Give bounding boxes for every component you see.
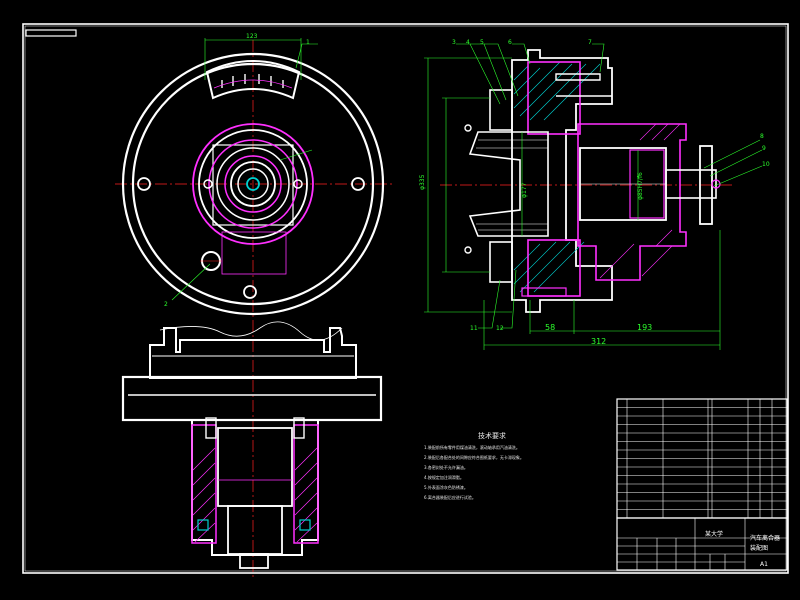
side-leader-label-6: 8: [760, 133, 764, 140]
title-school: 某大学: [705, 530, 723, 538]
dim-side-312: 312: [591, 337, 606, 346]
corner-label-box: [25, 29, 77, 37]
hub-ring-5: [237, 168, 269, 200]
top-view: 123 1 2: [115, 33, 392, 580]
dim-side-vertical-inner: [442, 97, 490, 273]
note-line-5: 5.外表面涂灰色防锈漆。: [424, 484, 468, 490]
front-cover-top: [149, 327, 357, 379]
side-leader-label-2: 4: [466, 39, 470, 46]
hub-ring-3: [224, 155, 282, 213]
side-leader-label-7: 9: [762, 145, 766, 152]
note-line-4: 4.按规定加注润滑脂。: [424, 474, 464, 480]
drawing-inner-border: [24, 25, 787, 572]
side-cover-outline: [511, 49, 613, 313]
side-spring-lower: [521, 287, 567, 297]
title-block-frame: [616, 517, 788, 571]
side-pressure-plate-top: [527, 61, 581, 135]
side-leader-label-8: 10: [762, 161, 770, 168]
note-line-1: 1.装配前所有零件用煤油清洗，滚动轴承用汽油清洗。: [424, 444, 520, 450]
dim-side-58: 58: [545, 323, 555, 332]
side-release-housing-hatch: [599, 123, 681, 279]
seal-left: [197, 519, 209, 531]
side-leader-label-5: 7: [588, 39, 592, 46]
cover-outer-rim: [121, 52, 385, 316]
dim-side-horizontal: [483, 230, 721, 350]
title-assembly-name-2: 装配图: [750, 544, 768, 552]
side-friction-hub-hatch: [476, 139, 548, 231]
title-block-grid: [617, 518, 787, 570]
dim-side-right-dia: φ85H7/f6: [637, 172, 644, 200]
side-leader-label-1: 3: [452, 39, 456, 46]
hub-square: [212, 144, 294, 226]
hub-ring-4: [230, 161, 276, 207]
bolt-hole-right: [351, 177, 365, 191]
title-sheet-size: A1: [760, 561, 768, 568]
side-section-view: φ335 φ177 φ85H7/f6 58 193 312: [419, 39, 770, 350]
cover-inner-rim: [131, 62, 375, 306]
dim-side-193: 193: [637, 323, 652, 332]
side-rivet-bottom: [464, 246, 472, 254]
hub-flange-outer: [192, 123, 314, 245]
break-line: [159, 321, 343, 341]
leader-top-view: [171, 43, 318, 301]
bearing-block: [217, 427, 293, 507]
bolt-hole-bottom: [243, 285, 257, 299]
side-rivet-top: [464, 124, 472, 132]
hub-hole-left: [203, 179, 213, 189]
lower-housing-section-left: [191, 424, 217, 544]
side-leader-label-10: 12: [496, 325, 504, 332]
side-leader-label-4: 6: [508, 39, 512, 46]
dim-side-vertical-outer: [424, 57, 512, 313]
front-section-view: [121, 327, 383, 569]
hub-hole-right: [293, 179, 303, 189]
side-leaders: [456, 43, 763, 329]
flywheel: [121, 375, 383, 422]
title-block: 汽车离合器 装配图 某大学 A1: [616, 398, 788, 571]
window-slot: [205, 60, 301, 100]
bolt-hole-left: [137, 177, 151, 191]
note-line-2: 2.装配后各配合处的间隙应符合图纸要求，无卡滞现象。: [424, 454, 524, 460]
side-friction-hub: [468, 131, 549, 237]
hatch-lower-left: [192, 447, 216, 543]
leader-label-top-right: 1: [306, 39, 310, 46]
note-line-3: 3.各密封处不允许漏油。: [424, 464, 468, 470]
hub-flange: [198, 129, 308, 239]
hub-ring-1: [208, 139, 298, 229]
technical-notes: 技术要求 1.装配前所有零件用煤油清洗，滚动轴承用汽油清洗。 2.装配后各配合处…: [424, 431, 524, 500]
shaft-lower: [227, 505, 283, 555]
parts-list-rows: [617, 407, 787, 510]
drawing-border: [22, 23, 789, 574]
title-assembly-name-1: 汽车离合器: [750, 534, 780, 542]
dim-width-top-label: 123: [246, 33, 258, 40]
lower-housing: [191, 420, 319, 556]
leader-label-lower-left: 2: [164, 301, 168, 308]
lower-housing-section-right: [293, 424, 319, 544]
side-release-shaft: [665, 169, 717, 199]
side-leader-label-3: 5: [480, 39, 484, 46]
lower-cutout: [221, 231, 287, 275]
window-slot-ribs: [213, 74, 293, 89]
note-line-6: 6.离合器装配后应进行试验。: [424, 494, 476, 500]
notch-left: [205, 417, 217, 439]
shaft-end: [239, 553, 269, 569]
side-friction-disk-lower: [489, 241, 513, 283]
dim-width-top: 123: [204, 33, 302, 80]
notes-title: 技术要求: [478, 431, 506, 440]
side-friction-disk-upper: [489, 89, 513, 131]
seal-right: [299, 519, 311, 531]
side-leader-label-9: 11: [470, 325, 478, 332]
bolt-hole-lower-left: [200, 251, 222, 271]
dim-side-bore-dia: φ177: [521, 182, 528, 198]
side-release-pin: [711, 179, 721, 189]
notch-right: [293, 417, 305, 439]
dim-side-outer-dia: φ335: [419, 174, 426, 190]
hub-spline-bore: [246, 177, 260, 191]
hatch-lower-right: [294, 447, 318, 543]
side-release-housing: [577, 123, 687, 281]
hub-ring-2: [216, 147, 290, 221]
side-spring-top: [555, 73, 612, 97]
